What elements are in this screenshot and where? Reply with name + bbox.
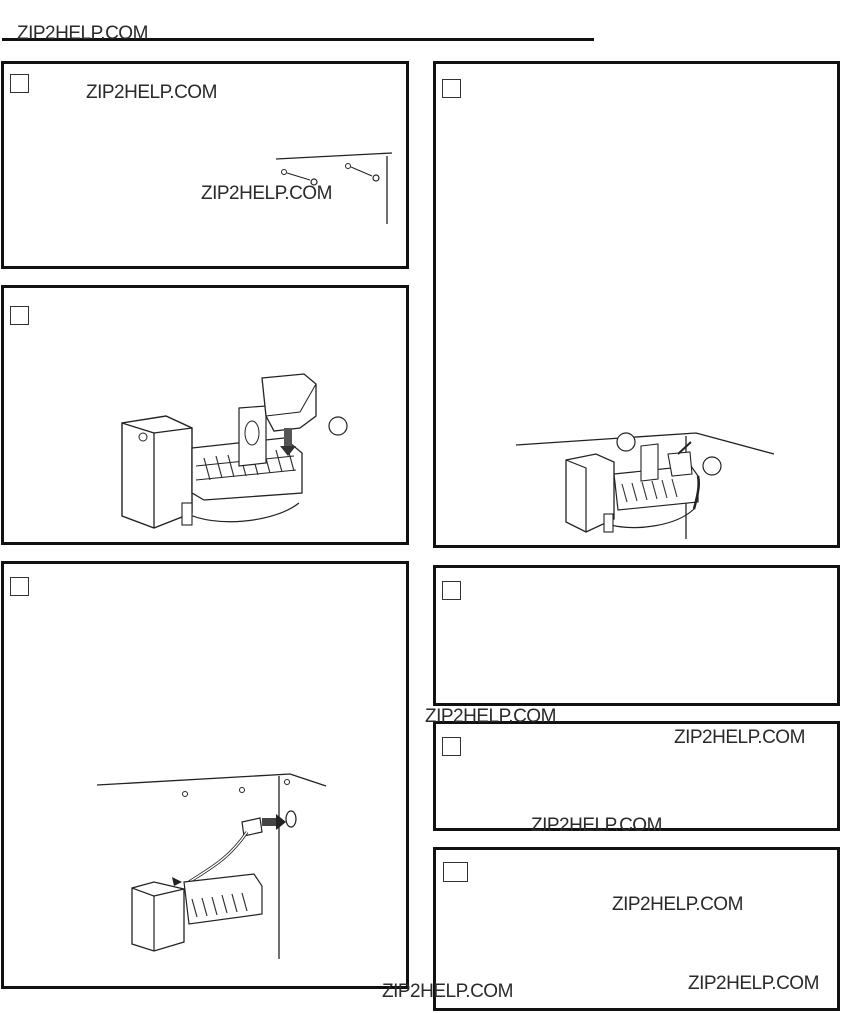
watermark-panel-7a: ZIP2HELP.COM (612, 894, 743, 915)
panel-7: ZIP2HELP.COM ZIP2HELP.COM (433, 847, 840, 1011)
panel-4 (433, 61, 840, 548)
mounting-screws-illustration (275, 152, 393, 224)
panel-6: ZIP2HELP.COM ZIP2HELP.COM (433, 721, 840, 836)
watermark-panel-1b: ZIP2HELP.COM (201, 183, 332, 204)
step-number-box (10, 577, 29, 596)
step-number-box (443, 862, 468, 882)
watermark-header: ZIP2HELP.COM (17, 23, 148, 44)
watermark-between-5-6: ZIP2HELP.COM (425, 706, 556, 727)
panel-1: ZIP2HELP.COM ZIP2HELP.COM (1, 61, 409, 269)
header-rule (2, 38, 594, 41)
step-number-box (442, 581, 461, 600)
step-number-box (442, 79, 461, 98)
step-number-box (10, 74, 29, 93)
panel-3 (1, 561, 409, 989)
panel-2 (1, 285, 409, 545)
step-number-box (10, 306, 29, 325)
panel-5 (433, 565, 840, 706)
watermark-panel-1a: ZIP2HELP.COM (86, 82, 217, 103)
watermark-footer: ZIP2HELP.COM (382, 981, 513, 1002)
step-number-box (442, 737, 461, 756)
icemaker-bracket-illustration (121, 373, 348, 529)
icemaker-installed-illustration (515, 432, 775, 539)
watermark-panel-6b: ZIP2HELP.COM (531, 815, 662, 836)
watermark-panel-7b: ZIP2HELP.COM (688, 973, 819, 994)
watermark-panel-6a: ZIP2HELP.COM (674, 727, 805, 748)
icemaker-wire-connect-illustration (96, 773, 327, 959)
